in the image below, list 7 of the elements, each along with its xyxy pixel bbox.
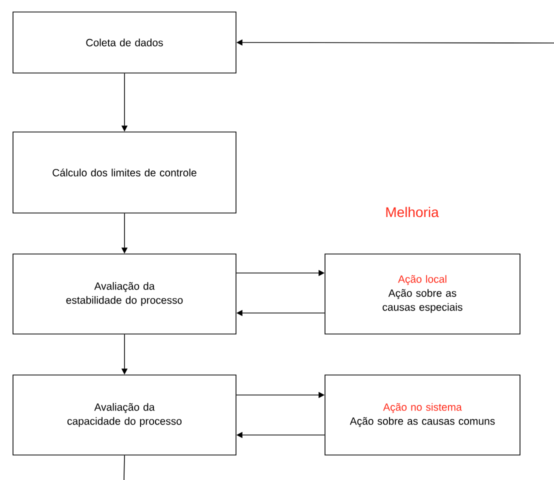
section-label: Melhoria — [386, 206, 439, 218]
process-box: Ação local Ação sobre as causas especiais — [324, 254, 520, 334]
process-box: Coleta de dados — [12, 12, 236, 74]
process-box: Avaliação da capacidade do processo — [12, 374, 236, 456]
process-box: Ação no sistema Ação sobre as causas comuns — [324, 374, 520, 456]
process-box: Avaliação da estabilidade do processo — [12, 254, 236, 334]
process-box: Cálculo dos limites de controle — [12, 132, 236, 214]
